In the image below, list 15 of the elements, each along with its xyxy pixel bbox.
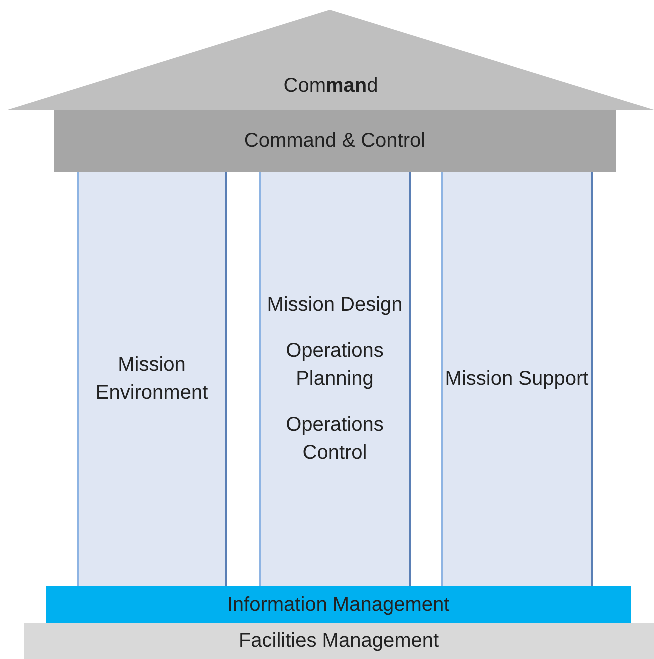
pillar — [441, 172, 593, 586]
bar-label: Facilities Management — [238, 629, 440, 654]
pillar-label: Operations Planning — [285, 339, 385, 392]
roof-label: Command — [284, 74, 378, 99]
pillar-label: Mission Design — [267, 293, 403, 318]
pillar-label: Mission Environment — [94, 353, 210, 406]
pillar-label: Mission Support — [445, 367, 589, 392]
pillar — [259, 172, 411, 586]
base-bar — [46, 586, 631, 623]
pillar — [77, 172, 227, 586]
bar-label: Information Management — [227, 592, 450, 618]
foundation-bar — [24, 623, 654, 659]
bar-label: Command & Control — [244, 129, 426, 154]
pillar-label: Operations Control — [285, 413, 385, 466]
header-bar — [54, 110, 616, 172]
